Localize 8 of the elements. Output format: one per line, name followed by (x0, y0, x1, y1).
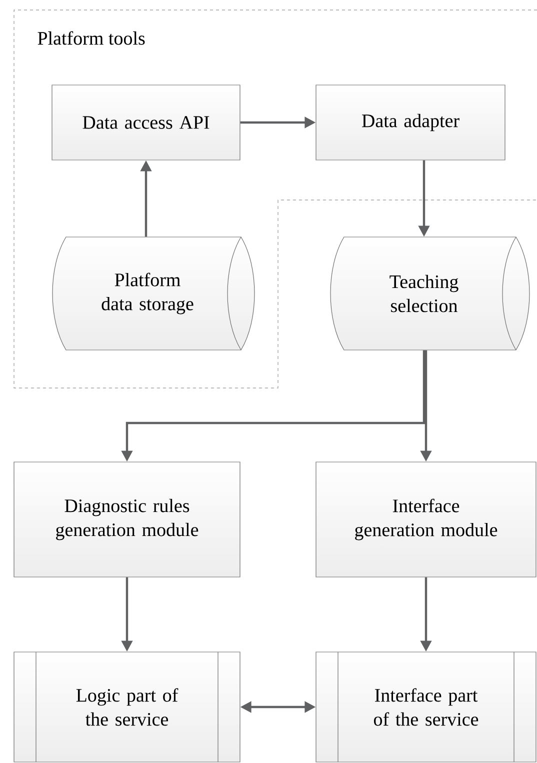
process-box: Data adapter (316, 84, 506, 160)
process-box: Data access API (52, 84, 240, 160)
subprocess-box: Interface part of the service (316, 652, 536, 762)
subprocess-box: Logic part of the service (14, 652, 240, 762)
process-box: Interface generation module (316, 462, 536, 578)
storage-cylinder: Platform data storage (52, 236, 255, 350)
storage-cylinder: Teaching selection (330, 236, 530, 350)
process-box: Diagnostic rules generation module (14, 462, 240, 578)
